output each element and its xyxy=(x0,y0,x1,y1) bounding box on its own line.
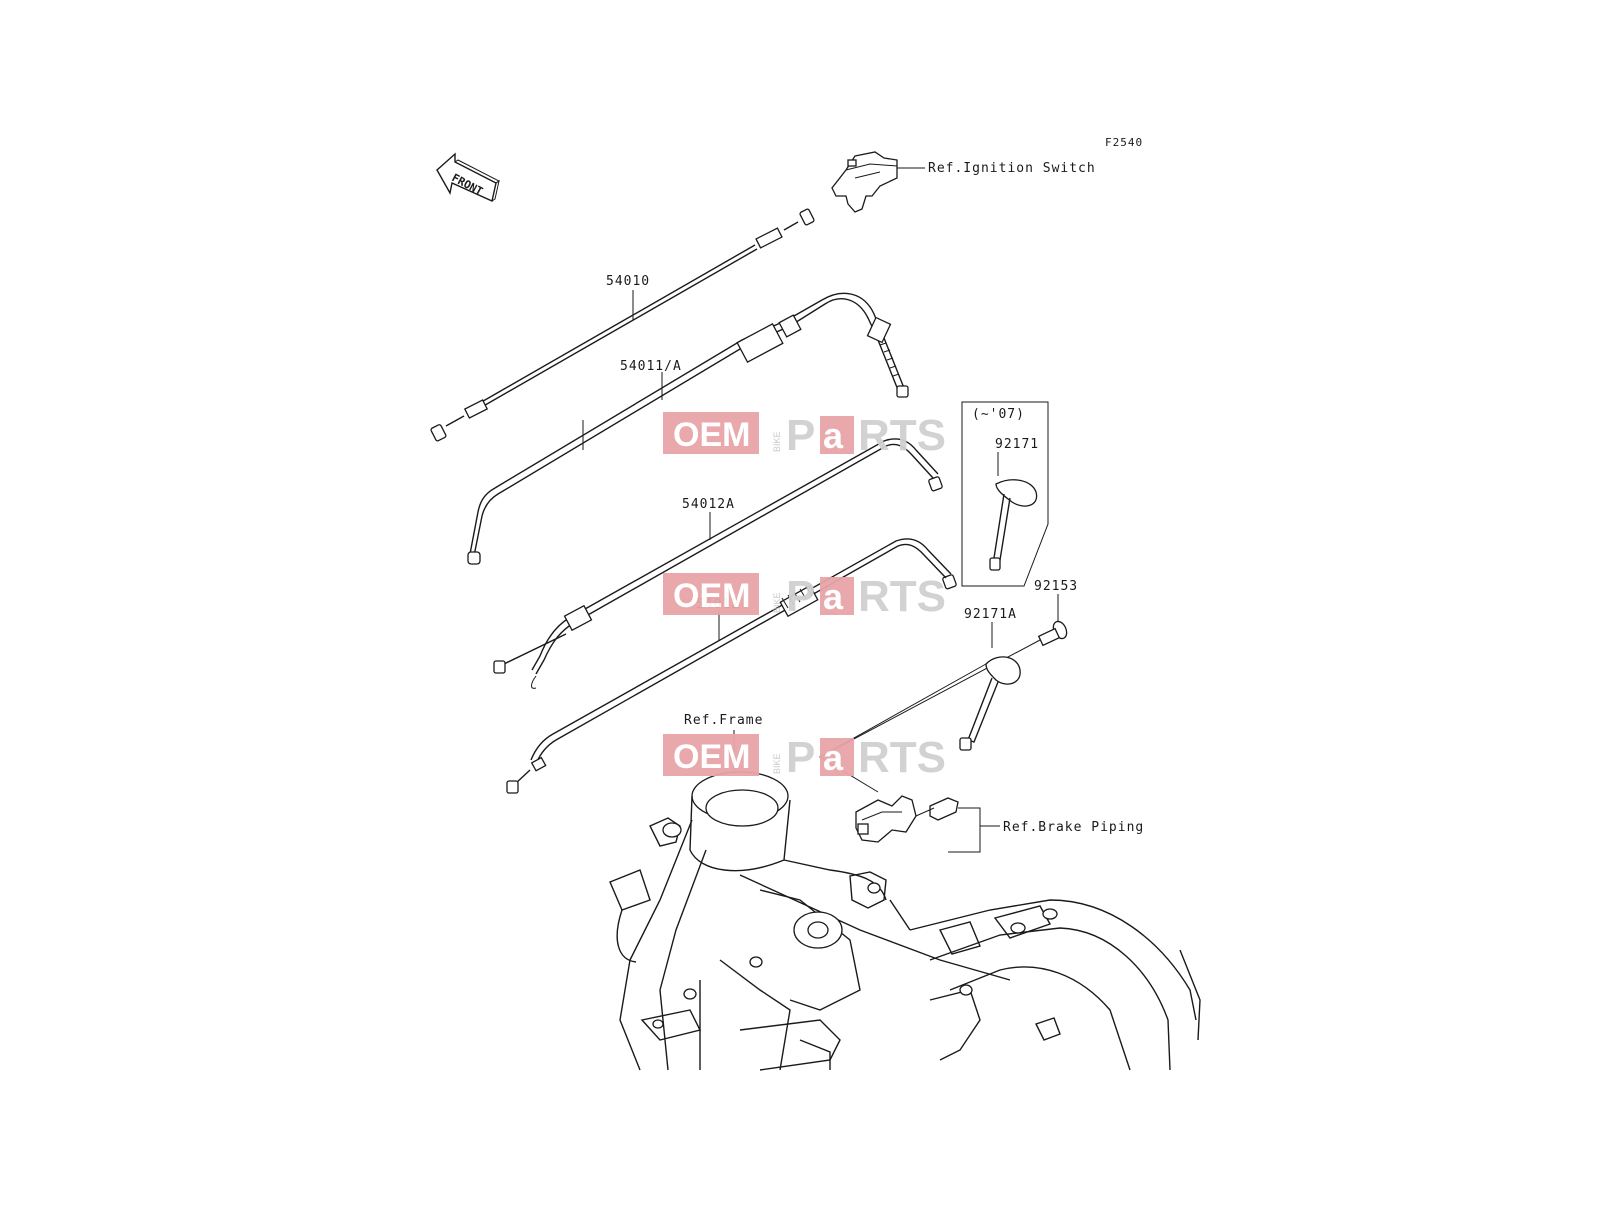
frame-reference xyxy=(609,730,1201,1071)
watermark-logo: OEM BIKE P a RTS xyxy=(663,411,946,460)
ignition-switch-bracket xyxy=(831,151,925,213)
watermark-rts-text: RTS xyxy=(858,733,946,782)
watermark-bike-text: BIKE xyxy=(772,592,782,613)
watermark-a-box xyxy=(820,416,854,454)
watermark-oem-text: OEM xyxy=(673,738,750,776)
cable-54012a xyxy=(493,438,943,689)
cable-54010 xyxy=(430,208,815,442)
watermark-bike-text: BIKE xyxy=(772,753,782,774)
year-note-label: (~'07) xyxy=(972,407,1025,422)
figure-code: F2540 xyxy=(1105,136,1143,149)
watermark-a-text: a xyxy=(823,737,844,778)
watermark-logo: OEM BIKE P a RTS xyxy=(663,572,946,621)
cable-54011a xyxy=(467,292,909,565)
clamp-92171a xyxy=(819,622,1021,793)
part-92171-label: 92171 xyxy=(995,437,1039,452)
watermark-oem-text: OEM xyxy=(673,577,750,615)
cable-54012 xyxy=(506,538,957,794)
brake-piping-ref: Ref.Brake Piping xyxy=(1003,820,1144,835)
part-54011a-label: 54011/A xyxy=(620,359,682,374)
part-54012a-label: 54012A xyxy=(682,497,735,512)
watermark-oem-box xyxy=(663,734,759,776)
watermark-rts-text: RTS xyxy=(858,572,946,621)
watermark-p-text: P xyxy=(786,733,815,782)
watermark-oem-box xyxy=(663,412,759,454)
part-92171a-label: 92171A xyxy=(964,607,1017,622)
frame-ref: Ref.Frame xyxy=(684,713,763,728)
ignition-switch-ref: Ref.Ignition Switch xyxy=(928,161,1096,176)
part-92153-label: 92153 xyxy=(1034,579,1078,594)
watermark-oem-box xyxy=(663,573,759,615)
inset-box-pre07 xyxy=(961,401,1049,587)
part-54010-label: 54010 xyxy=(606,274,650,289)
watermark-a-box xyxy=(820,577,854,615)
watermark-bike-text: BIKE xyxy=(772,431,782,452)
watermark-p-text: P xyxy=(786,411,815,460)
watermark-a-text: a xyxy=(823,576,844,617)
front-arrow-icon: FRONT xyxy=(436,152,500,202)
watermark-rts-text: RTS xyxy=(858,411,946,460)
watermark-oem-text: OEM xyxy=(673,416,750,454)
watermark-a-text: a xyxy=(823,415,844,456)
watermark-a-box xyxy=(820,738,854,776)
brake-piping-bracket xyxy=(855,795,1000,853)
watermark-p-text: P xyxy=(786,572,815,621)
watermark-logo: OEM BIKE P a RTS xyxy=(663,733,946,782)
